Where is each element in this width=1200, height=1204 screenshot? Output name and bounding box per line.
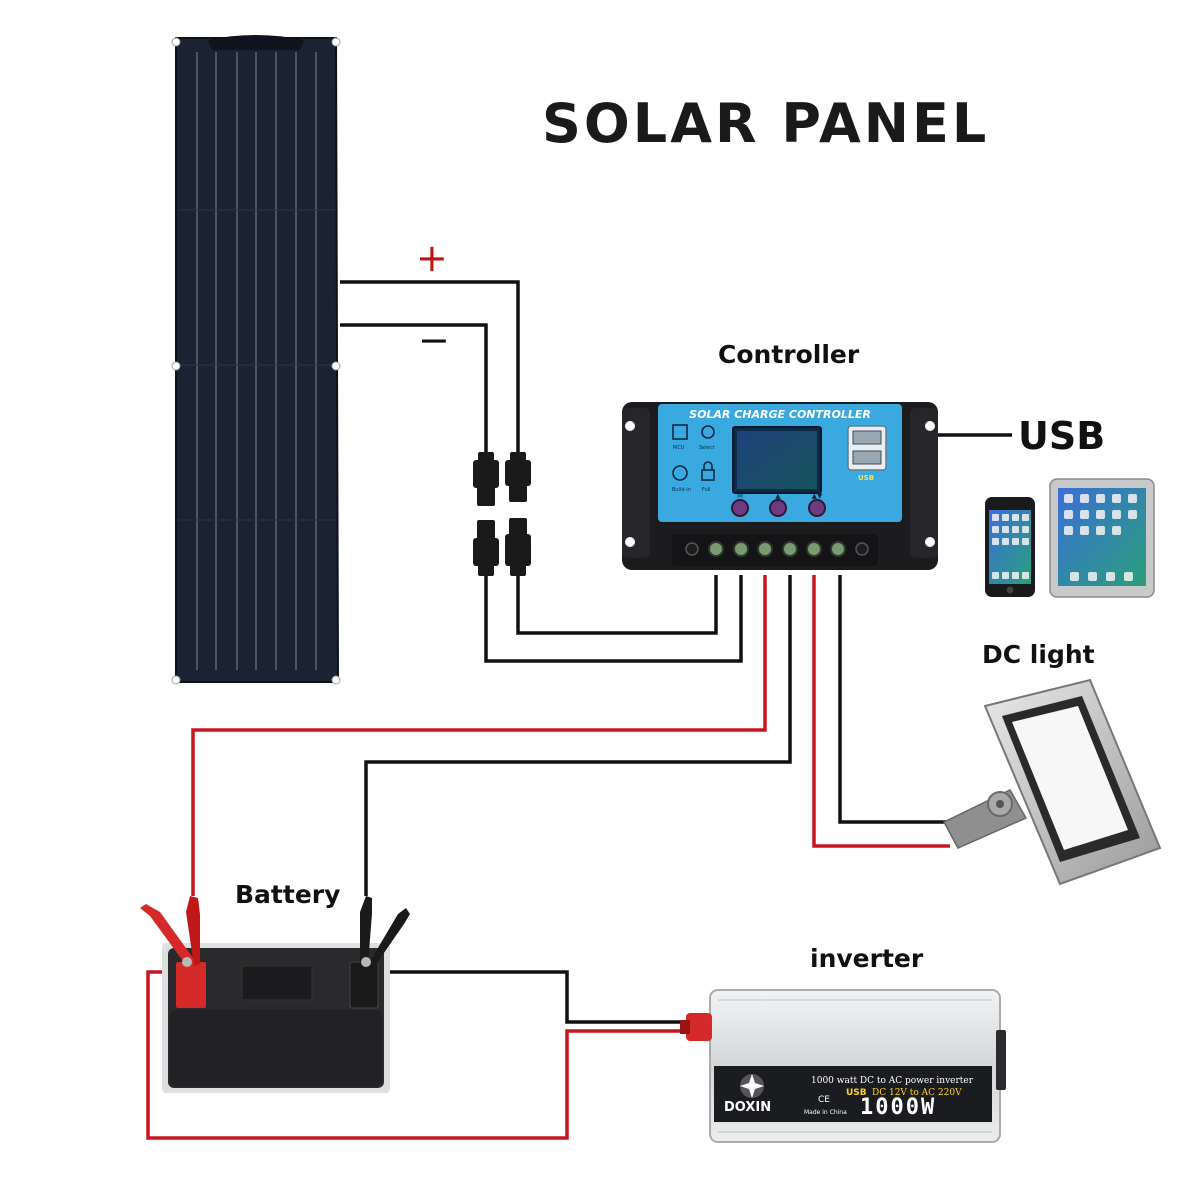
inverter-model: 1000W — [860, 1095, 936, 1120]
button-label-updown: ▲▼ — [812, 492, 823, 500]
red-clamp — [140, 896, 200, 968]
inverter-usb: USB — [846, 1088, 867, 1098]
mc4-connector-positive-top — [505, 452, 531, 502]
controller-label: Controller — [718, 340, 860, 369]
battery — [140, 896, 410, 1093]
battery-positive-terminal — [176, 962, 206, 1008]
wires — [146, 280, 1012, 1140]
usb-label: USB — [1018, 414, 1106, 458]
dc-light-label: DC light — [982, 640, 1095, 669]
panel-to-controller-positive — [516, 575, 718, 635]
dc-light — [942, 678, 1162, 886]
button-label-up: ▲ — [775, 492, 781, 500]
controller-header: SOLAR CHARGE CONTROLLER — [689, 408, 871, 421]
inverter-brand: DOXIN — [724, 1100, 771, 1115]
charge-controller: SOLAR CHARGE CONTROLLER MCU Select Build-… — [622, 402, 938, 570]
panel-to-controller-negative — [484, 575, 743, 663]
inverter: DOXIN 1000 watt DC to AC power inverter … — [680, 989, 1006, 1143]
inverter-voltage: DC 12V to AC 220V — [872, 1088, 962, 1098]
light-positive-wire — [812, 575, 950, 848]
svg-text:Build-in: Build-in — [672, 487, 691, 493]
mc4-connector-negative-top — [473, 452, 499, 506]
battery-label: Battery — [235, 880, 341, 909]
inverter-label: inverter — [810, 944, 924, 973]
battery-negative-wire — [364, 575, 792, 896]
controller-terminals — [672, 534, 878, 566]
tablet-icon — [1049, 478, 1155, 598]
svg-text:Select: Select — [699, 445, 714, 451]
mc4-connectors — [473, 452, 531, 576]
svg-text:USB: USB — [858, 474, 874, 482]
black-clamp — [360, 896, 410, 970]
inverter-positive-input — [686, 1013, 712, 1041]
battery-positive-wire — [191, 575, 767, 896]
inverter-positive-wire — [146, 970, 692, 1140]
inverter-made-in: Made in China — [804, 1109, 847, 1116]
panel-positive-wire — [340, 280, 520, 455]
svg-text:MCU: MCU — [673, 445, 685, 451]
controller-buttons: M ▲ ▲▼ — [731, 492, 826, 517]
svg-text:Full: Full — [702, 487, 711, 493]
battery-negative-terminal — [349, 961, 379, 1009]
phone-icon — [985, 497, 1035, 597]
light-negative-wire — [838, 575, 948, 824]
negative-sign: − — [418, 318, 450, 362]
mc4-connector-positive-bottom — [505, 518, 531, 576]
inverter-negative-wire — [380, 970, 692, 1024]
mc4-connector-negative-bottom — [473, 520, 499, 576]
button-label-m: M — [737, 492, 743, 500]
page-title: SOLAR PANEL — [542, 92, 990, 155]
doxin-logo: DOXIN — [724, 1074, 771, 1115]
inverter-ce: CE — [818, 1095, 830, 1105]
solar-panel — [171, 35, 341, 685]
inverter-description: 1000 watt DC to AC power inverter — [811, 1076, 974, 1086]
positive-sign: + — [416, 236, 448, 280]
panel-negative-wire — [340, 323, 488, 455]
